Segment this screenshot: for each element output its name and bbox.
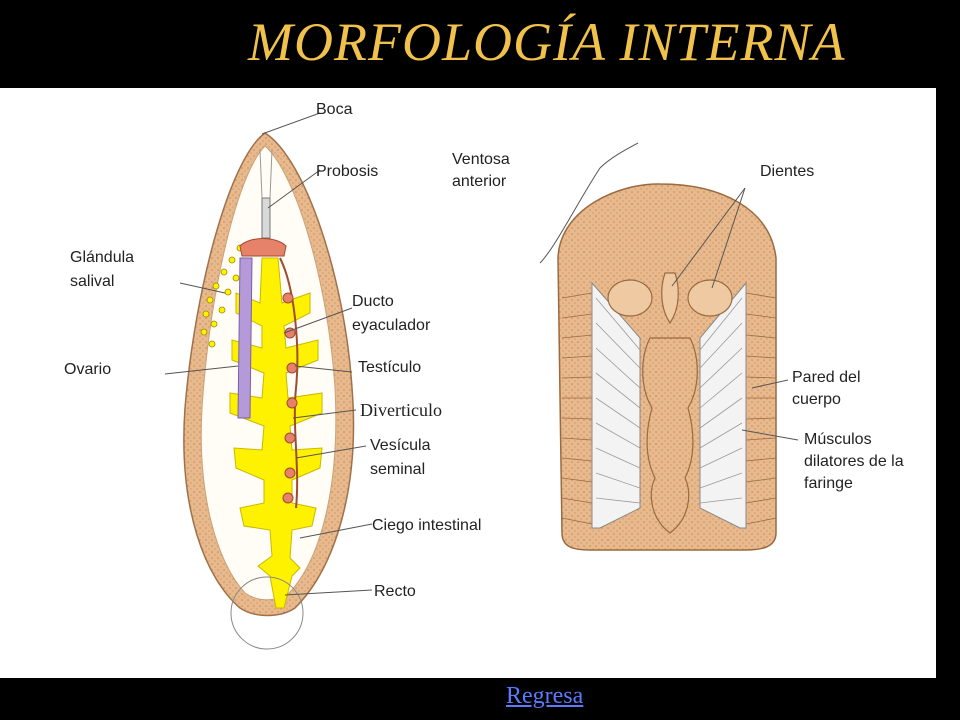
label-glandula-1: Glándula [70,249,134,266]
label-ciego: Ciego intestinal [372,517,481,534]
atrium [239,238,287,257]
pharynx [642,337,698,534]
label-ventosa-1: Ventosa [452,151,510,168]
anatomy-diagram: Boca Probosis Glándula salival Ducto eya… [64,101,904,650]
label-glandula-2: salival [70,273,114,290]
intestine [229,257,323,609]
male-reproductive [279,257,299,509]
label-dientes: Dientes [760,163,814,180]
label-testiculo: Testículo [358,359,421,376]
rectum-circle [230,576,304,650]
proboscis [261,197,271,239]
regresa-link[interactable]: Regresa [506,683,584,709]
title-bar: MORFOLOGÍA INTERNA [0,0,960,88]
footer-bar [0,678,960,720]
right-leader-lines [671,187,799,441]
label-pared-1: Pared del [792,369,861,386]
label-boca: Boca [316,101,353,118]
salivary-glands [200,244,244,348]
diagram-panel: Boca Probosis Glándula salival Ducto eya… [0,88,936,678]
annulations [561,292,777,525]
label-vesicula-1: Vesícula [370,437,431,454]
label-recto: Recto [374,583,416,600]
label-ovario: Ovario [64,361,111,378]
label-diverticulo: Diverticulo [360,400,442,420]
ovary [237,257,253,419]
page-title: MORFOLOGÍA INTERNA [248,12,846,72]
label-ducto-2: eyaculador [352,317,431,334]
label-pared-2: cuerpo [792,391,841,408]
label-ducto-1: Ducto [352,293,394,310]
label-musculos-3: faringe [804,475,853,492]
label-musculos-1: Músculos [804,431,872,448]
dilator-muscles [591,281,747,529]
jaws [607,272,733,325]
mouth-channel [259,149,273,199]
leech-body-figure [183,132,355,650]
sucker-figure [539,142,777,551]
label-vesicula-2: seminal [370,461,425,478]
left-leader-lines [164,112,373,596]
ventosa-bracket [539,142,639,264]
label-ventosa-2: anterior [452,173,507,190]
label-musculos-2: dilatores de la [804,453,904,470]
muscle-fibers [595,297,743,504]
label-probosis: Probosis [316,163,378,180]
